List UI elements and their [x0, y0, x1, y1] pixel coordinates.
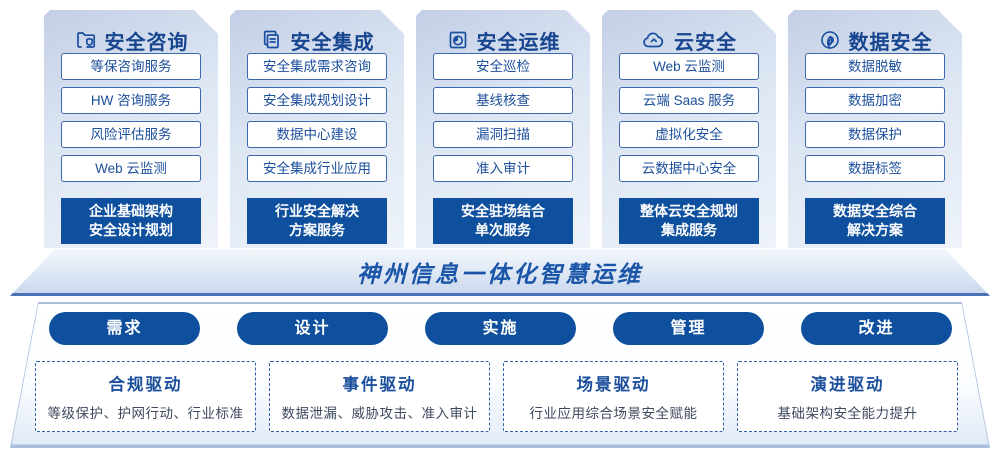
column-header: 云安全 [602, 27, 776, 53]
phase-pill-design: 设计 [237, 312, 388, 345]
service-item: 数据标签 [805, 155, 945, 182]
driver-box-evolution: 演进驱动 基础架构安全能力提升 [737, 361, 958, 432]
service-item: 基线核查 [433, 87, 573, 114]
service-item: 安全集成行业应用 [247, 155, 387, 182]
service-item: 数据脱敏 [805, 53, 945, 80]
fingerprint-icon [818, 28, 842, 52]
column-header: 数据安全 [788, 27, 962, 53]
column-footer: 行业安全解决 方案服务 [247, 198, 387, 244]
column-footer: 企业基础架构 安全设计规划 [61, 198, 201, 244]
service-item: 等保咨询服务 [61, 53, 201, 80]
platform-banner-title: 神州信息一体化智慧运维 [357, 261, 643, 287]
driver-title: 合规驱动 [108, 376, 183, 394]
driver-title: 演进驱动 [810, 376, 885, 394]
phase-pill-requirement: 需求 [49, 312, 200, 345]
service-item: 数据加密 [805, 87, 945, 114]
phase-pill-implement: 实施 [425, 312, 576, 345]
service-item: 虚拟化安全 [619, 121, 759, 148]
column-title: 云安全 [674, 31, 737, 54]
driver-title: 事件驱动 [342, 376, 417, 394]
service-item: 安全集成规划设计 [247, 87, 387, 114]
service-item: 数据中心建设 [247, 121, 387, 148]
driver-desc: 行业应用综合场景安全赋能 [529, 406, 698, 421]
service-item: Web 云监测 [61, 155, 201, 182]
column-title: 安全咨询 [104, 31, 189, 54]
column-header: 安全咨询 [44, 27, 218, 53]
driver-box-compliance: 合规驱动 等级保护、护网行动、行业标准 [35, 361, 256, 432]
service-item: 云数据中心安全 [619, 155, 759, 182]
column-title: 数据安全 [848, 31, 933, 54]
column-security-integration: 安全集成 安全集成需求咨询 安全集成规划设计 数据中心建设 安全集成行业应用 行… [230, 10, 404, 248]
column-footer: 安全驻场结合 单次服务 [433, 198, 573, 244]
folder-clock-icon [446, 28, 470, 52]
service-item: 安全集成需求咨询 [247, 53, 387, 80]
driver-title: 场景驱动 [576, 376, 651, 394]
column-data-security: 数据安全 数据脱敏 数据加密 数据保护 数据标签 数据安全综合 解决方案 [788, 10, 962, 248]
phase-pill-improve: 改进 [801, 312, 952, 345]
folder-shield-icon [74, 28, 98, 52]
driver-desc: 等级保护、护网行动、行业标准 [47, 406, 244, 421]
column-header: 安全集成 [230, 27, 404, 53]
column-cloud-security: 云安全 Web 云监测 云端 Saas 服务 虚拟化安全 云数据中心安全 整体云… [602, 10, 776, 248]
service-item: 数据保护 [805, 121, 945, 148]
column-title: 安全集成 [290, 31, 375, 54]
service-item: HW 咨询服务 [61, 87, 201, 114]
driver-box-scenario: 场景驱动 行业应用综合场景安全赋能 [503, 361, 724, 432]
column-footer: 整体云安全规划 集成服务 [619, 198, 759, 244]
platform-banner: 神州信息一体化智慧运维 [10, 249, 990, 296]
service-item: 漏洞扫描 [433, 121, 573, 148]
service-item: 云端 Saas 服务 [619, 87, 759, 114]
column-header: 安全运维 [416, 27, 590, 53]
column-security-operations: 安全运维 安全巡检 基线核查 漏洞扫描 准入审计 安全驻场结合 单次服务 [416, 10, 590, 248]
column-footer: 数据安全综合 解决方案 [805, 198, 945, 244]
phase-pill-manage: 管理 [613, 312, 764, 345]
cloud-icon [641, 28, 667, 52]
service-item: 准入审计 [433, 155, 573, 182]
driver-desc: 基础架构安全能力提升 [777, 406, 918, 421]
column-title: 安全运维 [476, 31, 561, 54]
service-item: 安全巡检 [433, 53, 573, 80]
driver-box-incident: 事件驱动 数据泄漏、威胁攻击、准入审计 [269, 361, 490, 432]
column-security-consulting: 安全咨询 等保咨询服务 HW 咨询服务 风险评估服务 Web 云监测 企业基础架… [44, 10, 218, 248]
driver-desc: 数据泄漏、威胁攻击、准入审计 [281, 406, 478, 421]
banner-divider [10, 293, 990, 296]
service-item: Web 云监测 [619, 53, 759, 80]
document-copy-icon [260, 28, 284, 52]
service-item: 风险评估服务 [61, 121, 201, 148]
